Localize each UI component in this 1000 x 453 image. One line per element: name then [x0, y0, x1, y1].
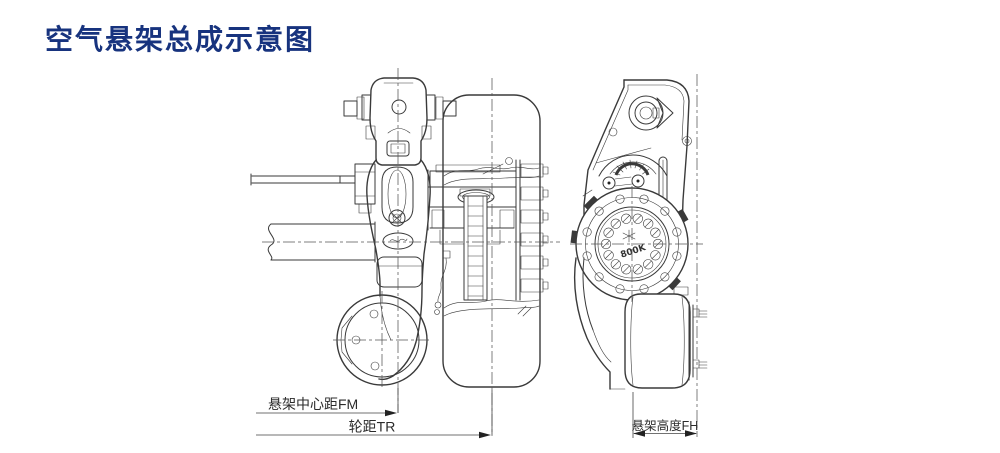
trailing-arm [573, 257, 626, 390]
side-view: 800K [570, 79, 708, 390]
frame-bracket [583, 79, 692, 233]
dimension-fm: 悬架中心距FM [256, 388, 399, 417]
slack-adjuster [582, 154, 668, 204]
tire-front [442, 94, 541, 388]
chevron-mark [656, 97, 674, 129]
brake-assembly-front [427, 157, 549, 315]
centerlines [262, 68, 703, 437]
fh-label: 悬架高度FH [632, 418, 699, 433]
fm-label: 悬架中心距FM [268, 396, 358, 412]
hub-screws [600, 213, 664, 275]
sensor-cable [437, 257, 447, 303]
hex-bolt-left [343, 100, 358, 117]
front-view [250, 77, 549, 388]
hex-bolt-right [442, 100, 457, 117]
hub-bolt-holes [582, 194, 682, 294]
mount-studs [692, 308, 708, 369]
wheel-studs [520, 163, 549, 293]
steering-knuckle [250, 159, 431, 381]
dimension-tr: 轮距TR [256, 390, 493, 439]
dimensions: 悬架中心距FM 轮距TR 悬架高度FH [256, 388, 699, 439]
star-logo [622, 229, 636, 243]
tr-label: 轮距TR [349, 419, 396, 435]
page-title: 空气悬架总成示意图 [45, 24, 316, 55]
tie-rod [250, 173, 356, 186]
flange-tabs [570, 195, 689, 291]
air-spring-side [624, 286, 708, 389]
upper-mount-bracket [343, 77, 457, 166]
dimension-fh: 悬架高度FH [632, 392, 699, 438]
